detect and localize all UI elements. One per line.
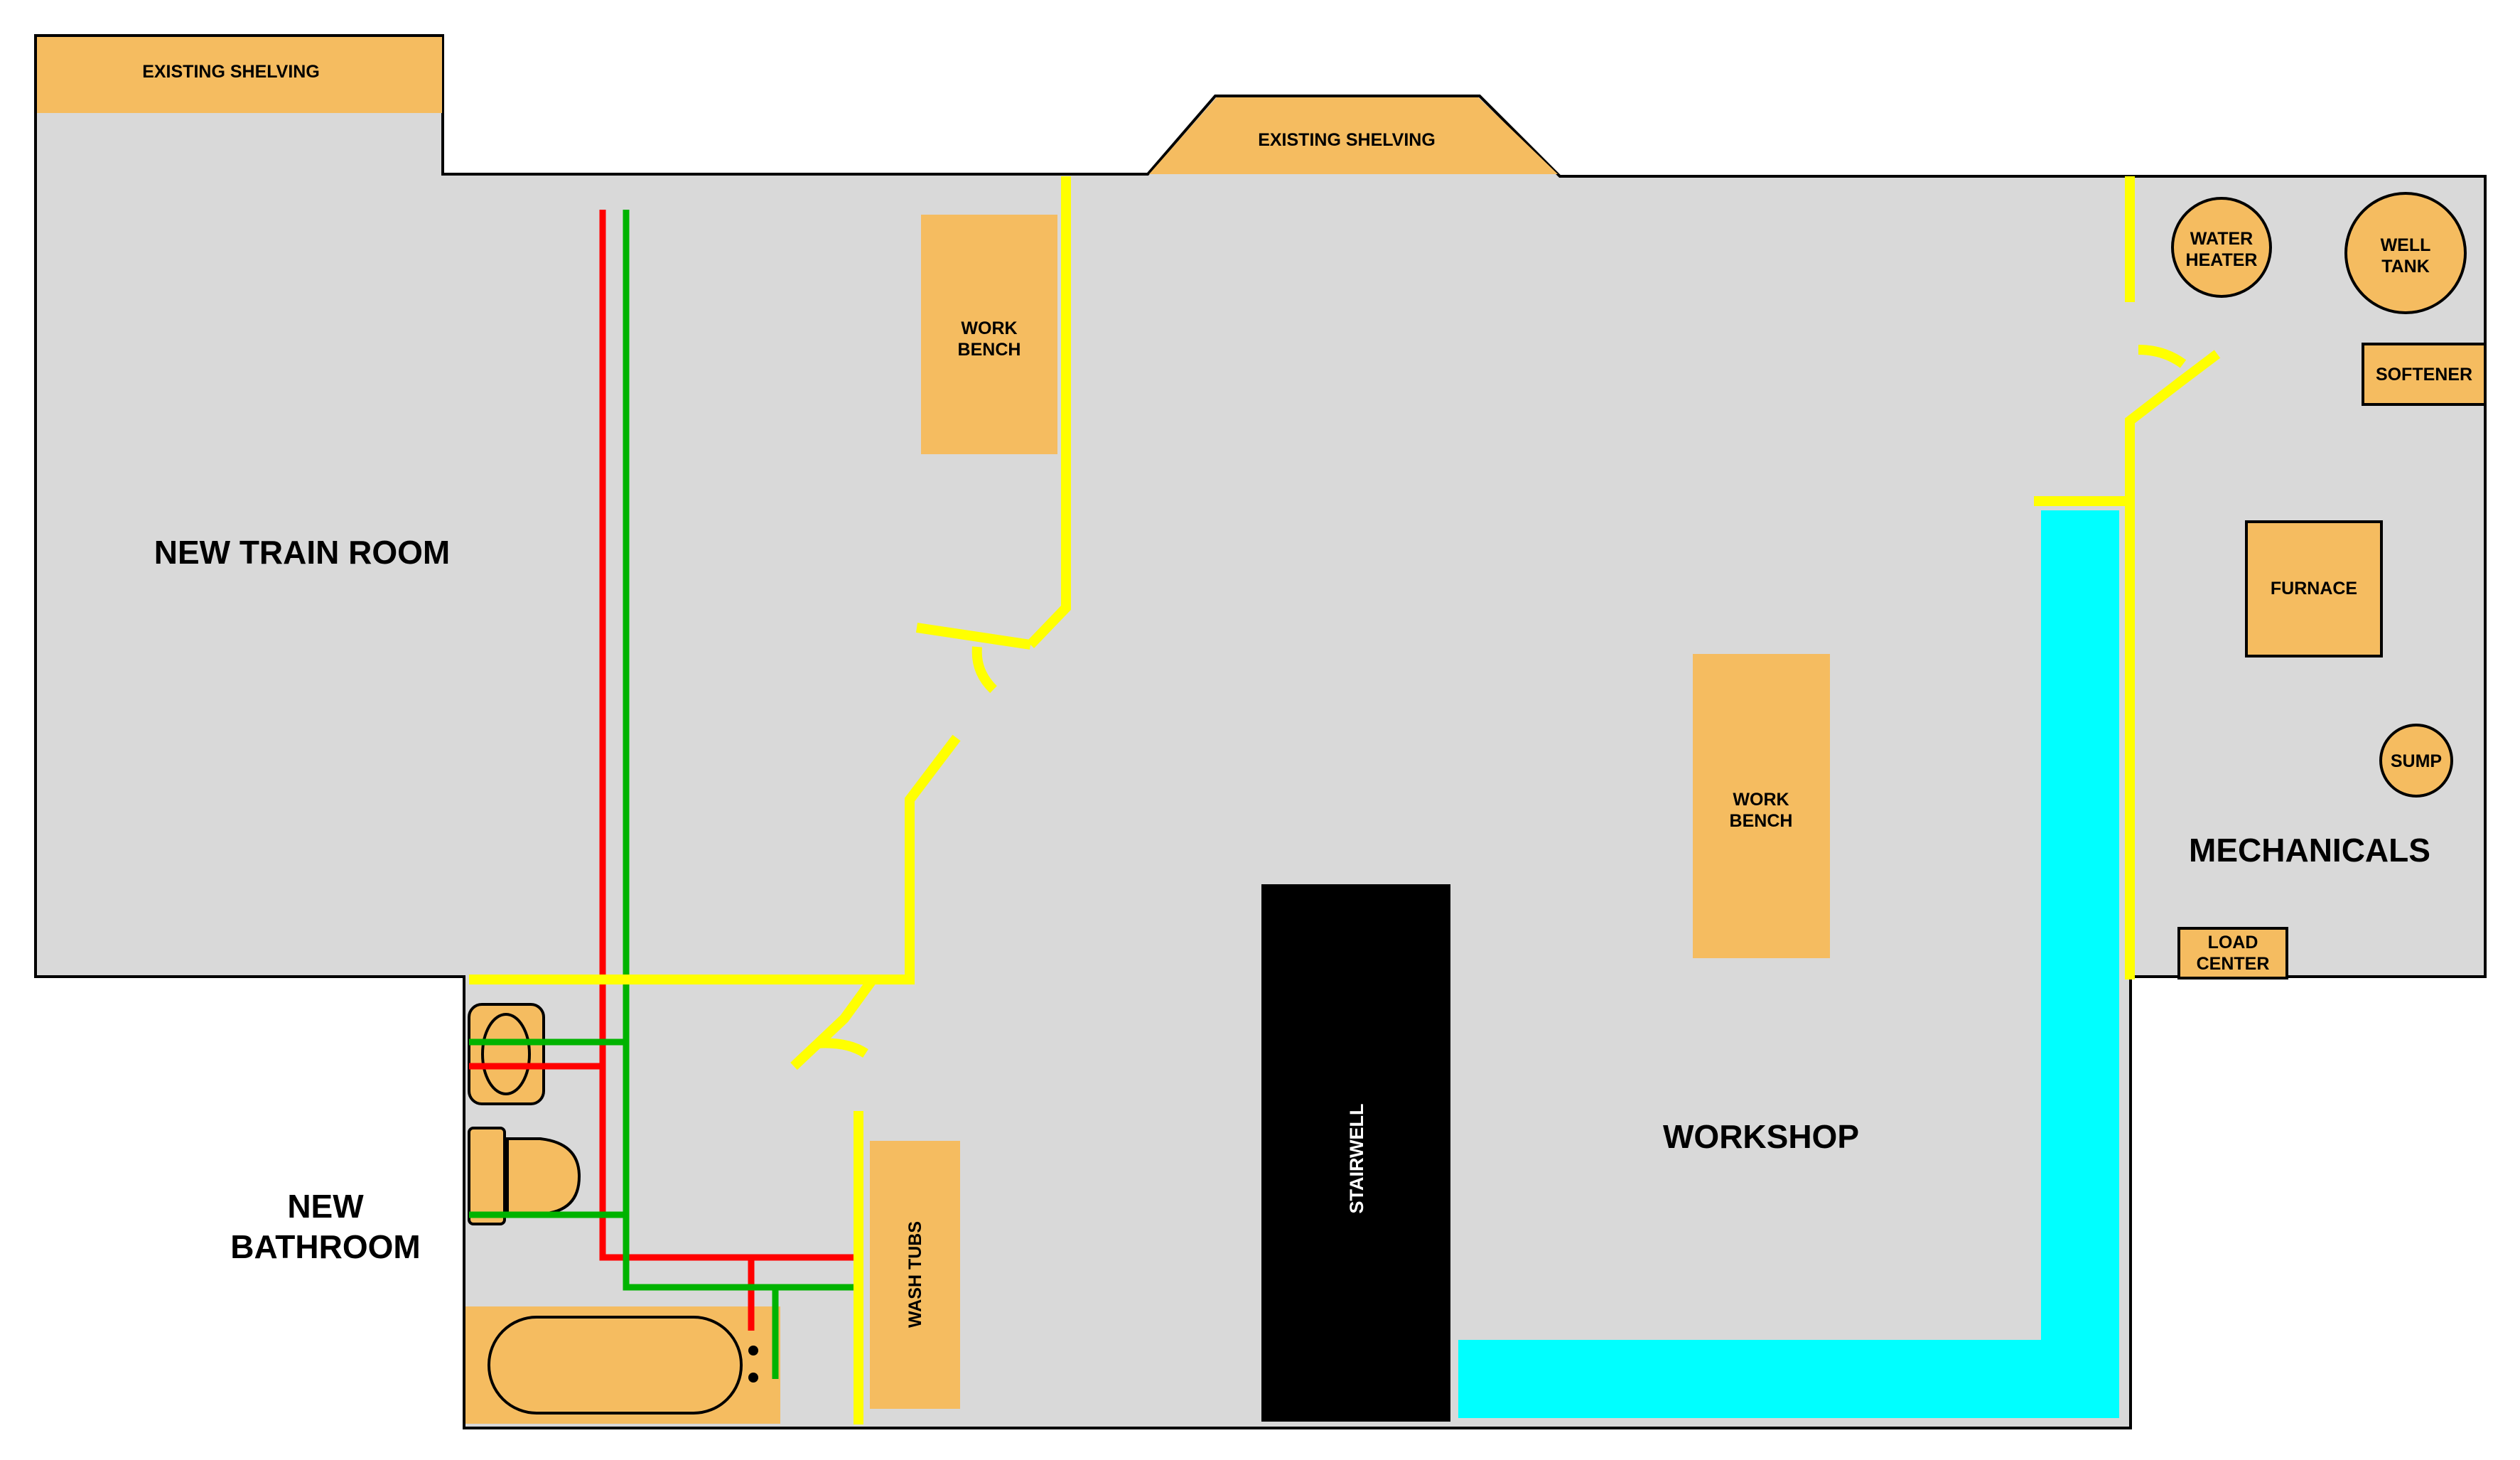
shelving-top-label: EXISTING SHELVING <box>1258 130 1436 150</box>
water-heater-label-line1: WATER <box>2190 229 2253 249</box>
softener-label: SOFTENER <box>2376 365 2472 385</box>
work-bench-2: WORK BENCH <box>1693 654 1830 958</box>
work-bench-2-label-line1: WORK <box>1733 790 1789 810</box>
sump-label: SUMP <box>2391 751 2442 771</box>
load-center-label-line2: CENTER <box>2197 954 2270 974</box>
work-bench-1-label-line1: WORK <box>961 318 1017 338</box>
basement-outline <box>34 34 2487 1429</box>
water-heater: WATER HEATER <box>2171 197 2272 298</box>
well-tank: WELL TANK <box>2344 192 2467 314</box>
room-label-train-room: NEW TRAIN ROOM <box>154 534 451 571</box>
bathtub <box>465 1306 780 1424</box>
existing-shelving-top: EXISTING SHELVING <box>1149 97 1558 174</box>
work-bench-1: WORK BENCH <box>921 215 1057 454</box>
new-walls <box>469 176 2221 1424</box>
furnace: FURNACE <box>2245 520 2383 657</box>
shelving-left-label: EXISTING SHELVING <box>142 62 320 82</box>
bathroom-sink <box>468 1003 545 1105</box>
room-label-bathroom-line2: BATHROOM <box>230 1228 420 1265</box>
cyan-l-bench <box>1458 510 2119 1418</box>
room-label-bathroom-line1: NEW <box>287 1188 364 1225</box>
wash-tubs: WASH TUBS <box>870 1141 960 1409</box>
existing-shelving-left: EXISTING SHELVING <box>37 37 442 113</box>
room-label-mechanicals: MECHANICALS <box>2189 832 2430 869</box>
load-center-label-line1: LOAD <box>2208 933 2258 952</box>
work-bench-1-label-line2: BENCH <box>958 340 1021 360</box>
sump: SUMP <box>2379 724 2453 798</box>
hot-water-pipes <box>469 210 860 1331</box>
water-heater-label-line2: HEATER <box>2186 250 2258 270</box>
wash-tubs-label: WASH TUBS <box>905 1221 925 1328</box>
stairwell: STAIRWELL <box>1261 884 1450 1422</box>
well-tank-label-line2: TANK <box>2381 257 2430 277</box>
furnace-label: FURNACE <box>2271 579 2357 599</box>
load-center: LOAD CENTER <box>2177 927 2288 979</box>
room-label-workshop: WORKSHOP <box>1663 1118 1859 1155</box>
work-bench-2-label-line2: BENCH <box>1730 811 1793 831</box>
cold-water-pipes <box>469 210 860 1379</box>
stairwell-label: STAIRWELL <box>1346 1104 1367 1214</box>
softener: SOFTENER <box>2362 343 2487 406</box>
well-tank-label-line1: WELL <box>2381 235 2431 255</box>
